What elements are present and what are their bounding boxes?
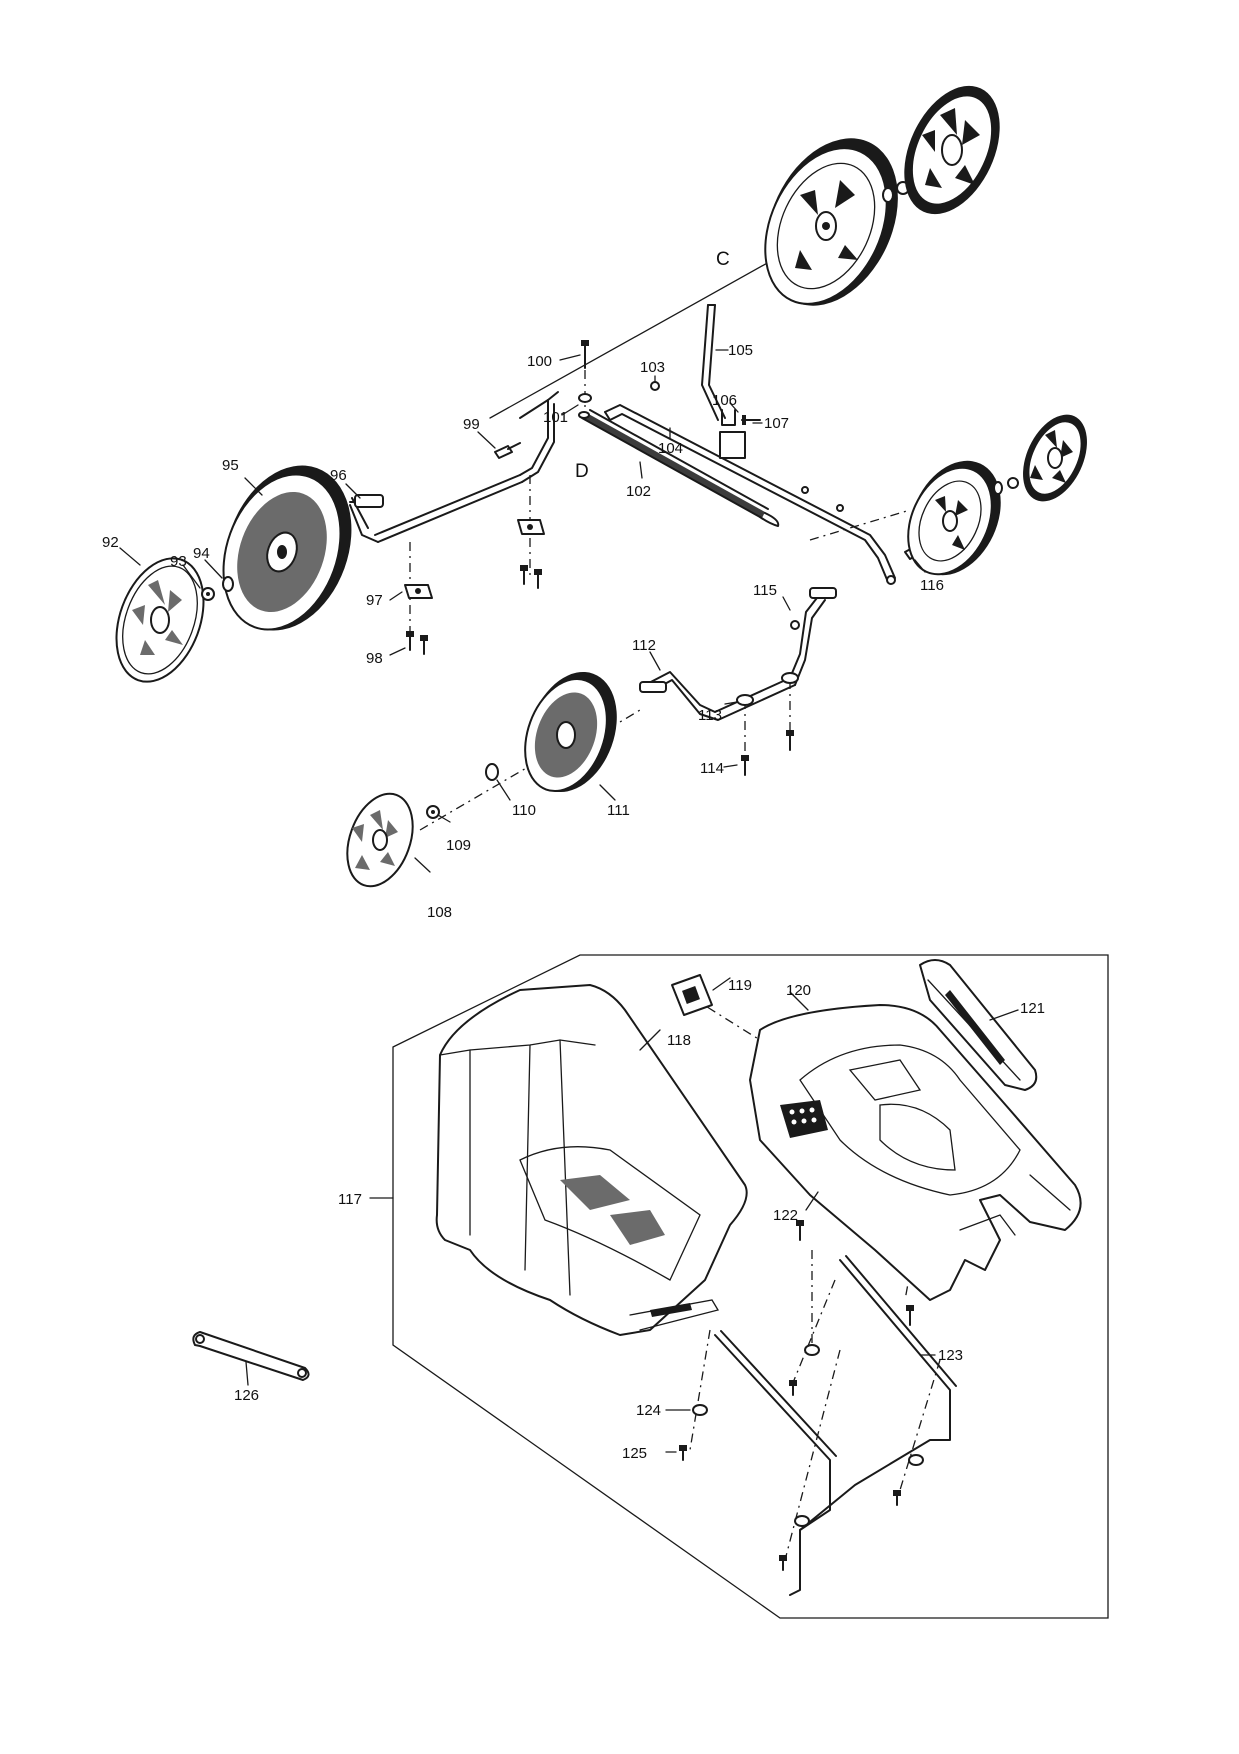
label-124: 124 (636, 1402, 661, 1419)
label-119: 119 (728, 977, 752, 994)
pin-107 (741, 415, 761, 425)
hubcap-108 (346, 792, 414, 888)
adjuster-rod-105 (701, 304, 726, 421)
handle-121 (919, 959, 1038, 1091)
leader-lines (119, 349, 1019, 1453)
wheel-111 (524, 671, 617, 793)
front-right-hubcap (1023, 414, 1087, 502)
screw-114 (741, 730, 794, 776)
front-axle-112 (639, 587, 837, 721)
label-106: 106 (712, 392, 737, 409)
nut-109 (426, 805, 440, 819)
link-bar-126 (192, 1331, 310, 1381)
label-95: 95 (222, 457, 239, 474)
nut-103 (650, 381, 660, 391)
label-d: D (575, 461, 589, 482)
washer-110 (485, 763, 499, 781)
label-122: 122 (773, 1207, 798, 1224)
label-96: 96 (330, 467, 347, 484)
label-103: 103 (640, 359, 665, 376)
bracket-97 (404, 584, 433, 599)
label-112: 112 (632, 637, 656, 654)
hubcap-92 (115, 557, 205, 683)
rear-right-wheel (764, 138, 898, 306)
rear-axle-rod (349, 391, 559, 543)
label-118: 118 (667, 1032, 691, 1049)
label-126: 126 (234, 1387, 259, 1404)
label-102: 102 (626, 483, 651, 500)
label-113: 113 (698, 707, 722, 724)
washer-113 (736, 672, 799, 706)
label-123: 123 (938, 1347, 963, 1364)
label-115: 115 (753, 582, 777, 599)
nut-93 (201, 587, 215, 601)
label-114: 114 (700, 760, 724, 777)
label-105: 105 (728, 342, 753, 359)
label-121: 121 (1020, 1000, 1045, 1017)
label-109: 109 (446, 837, 471, 854)
label-99: 99 (463, 416, 480, 433)
spring-102 (578, 409, 780, 527)
label-101: 101 (543, 409, 568, 426)
lever-104 (604, 404, 896, 585)
label-97: 97 (366, 592, 383, 609)
label-117: 117 (338, 1191, 362, 1208)
wheel-95 (222, 465, 352, 631)
label-110: 110 (512, 802, 536, 819)
part-labels: C D 92 93 94 95 96 97 98 99 100 101 102 … (102, 249, 1045, 1462)
front-right-wheel (907, 460, 1001, 576)
label-93: 93 (170, 553, 187, 570)
label-94: 94 (193, 545, 210, 562)
label-92: 92 (102, 534, 119, 551)
catcher-body-118 (435, 984, 748, 1336)
label-100: 100 (527, 353, 552, 370)
bolt-99 (494, 442, 521, 459)
label-108: 108 (427, 904, 452, 921)
label-111: 111 (607, 802, 630, 819)
vent-grid (789, 1107, 817, 1125)
label-104: 104 (658, 440, 683, 457)
label-125: 125 (622, 1445, 647, 1462)
label-98: 98 (366, 650, 383, 667)
front-right-washer (993, 477, 1019, 495)
rear-right-hubcap (904, 85, 1000, 215)
top-cover-120 (749, 1004, 1082, 1301)
washer-101 (578, 393, 592, 403)
frame-rods-123 (714, 1255, 957, 1596)
washer-94 (222, 576, 234, 592)
clip-106 (721, 409, 736, 426)
grass-box-frame-117 (392, 954, 1109, 1619)
label-116: 116 (920, 577, 944, 594)
bolt-100 (581, 340, 589, 369)
label-107: 107 (764, 415, 789, 432)
label-plate-119 (671, 974, 713, 1016)
bracket-upper-97 (517, 519, 545, 535)
screw-98 (406, 565, 542, 655)
label-c: C (716, 249, 730, 270)
assembly-guide-lines (229, 251, 941, 1561)
nut-115 (790, 620, 800, 630)
screws-122-125 (679, 1220, 924, 1571)
label-120: 120 (786, 982, 811, 999)
